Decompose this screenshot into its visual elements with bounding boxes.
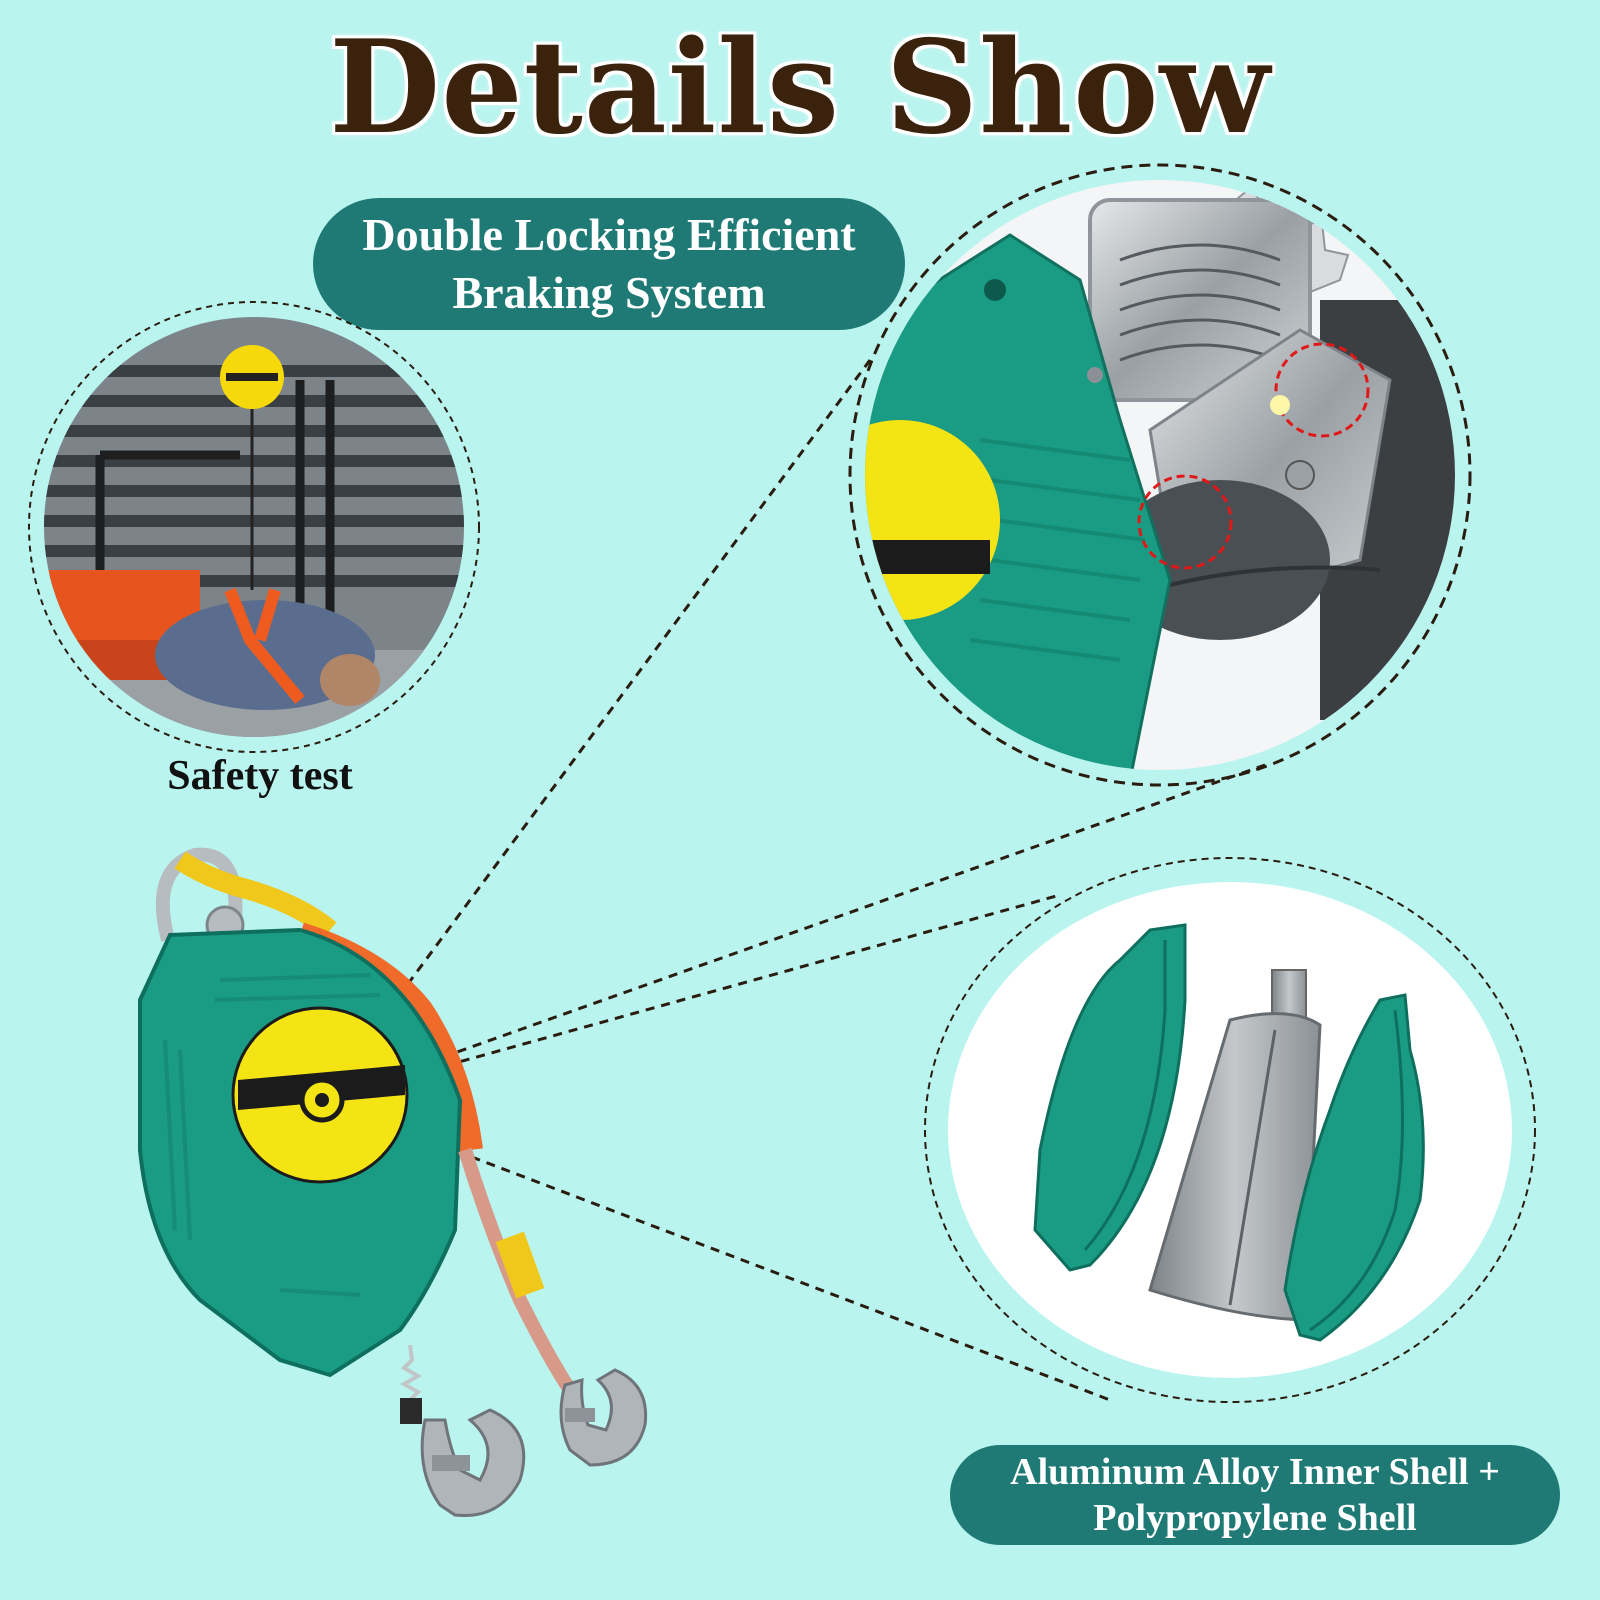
connector-to-shell-bottom — [321, 1098, 1111, 1402]
connector-lines — [320, 359, 1266, 1402]
shell-components-view — [924, 857, 1536, 1403]
safety-test-photo — [28, 301, 480, 753]
snap-hook-icon — [420, 1408, 526, 1518]
shell-callout-line2: Polypropylene Shell — [1093, 1497, 1417, 1539]
braking-system-callout: Double Locking Efficient Braking System — [313, 198, 905, 330]
braking-callout-line2: Braking System — [452, 267, 766, 318]
connector-to-brake-bottom — [321, 763, 1266, 1102]
page-title: Details Show — [329, 13, 1271, 163]
safety-test-caption: Safety test — [167, 753, 353, 799]
snap-hook-icon — [559, 1368, 648, 1467]
shell-material-callout: Aluminum Alloy Inner Shell + Polypropyle… — [950, 1445, 1560, 1545]
braking-system-closeup — [848, 163, 1472, 787]
braking-callout-line1: Double Locking Efficient — [362, 209, 856, 260]
shell-callout-line1: Aluminum Alloy Inner Shell + — [1010, 1451, 1500, 1493]
self-retracting-lifeline-icon — [138, 847, 648, 1518]
